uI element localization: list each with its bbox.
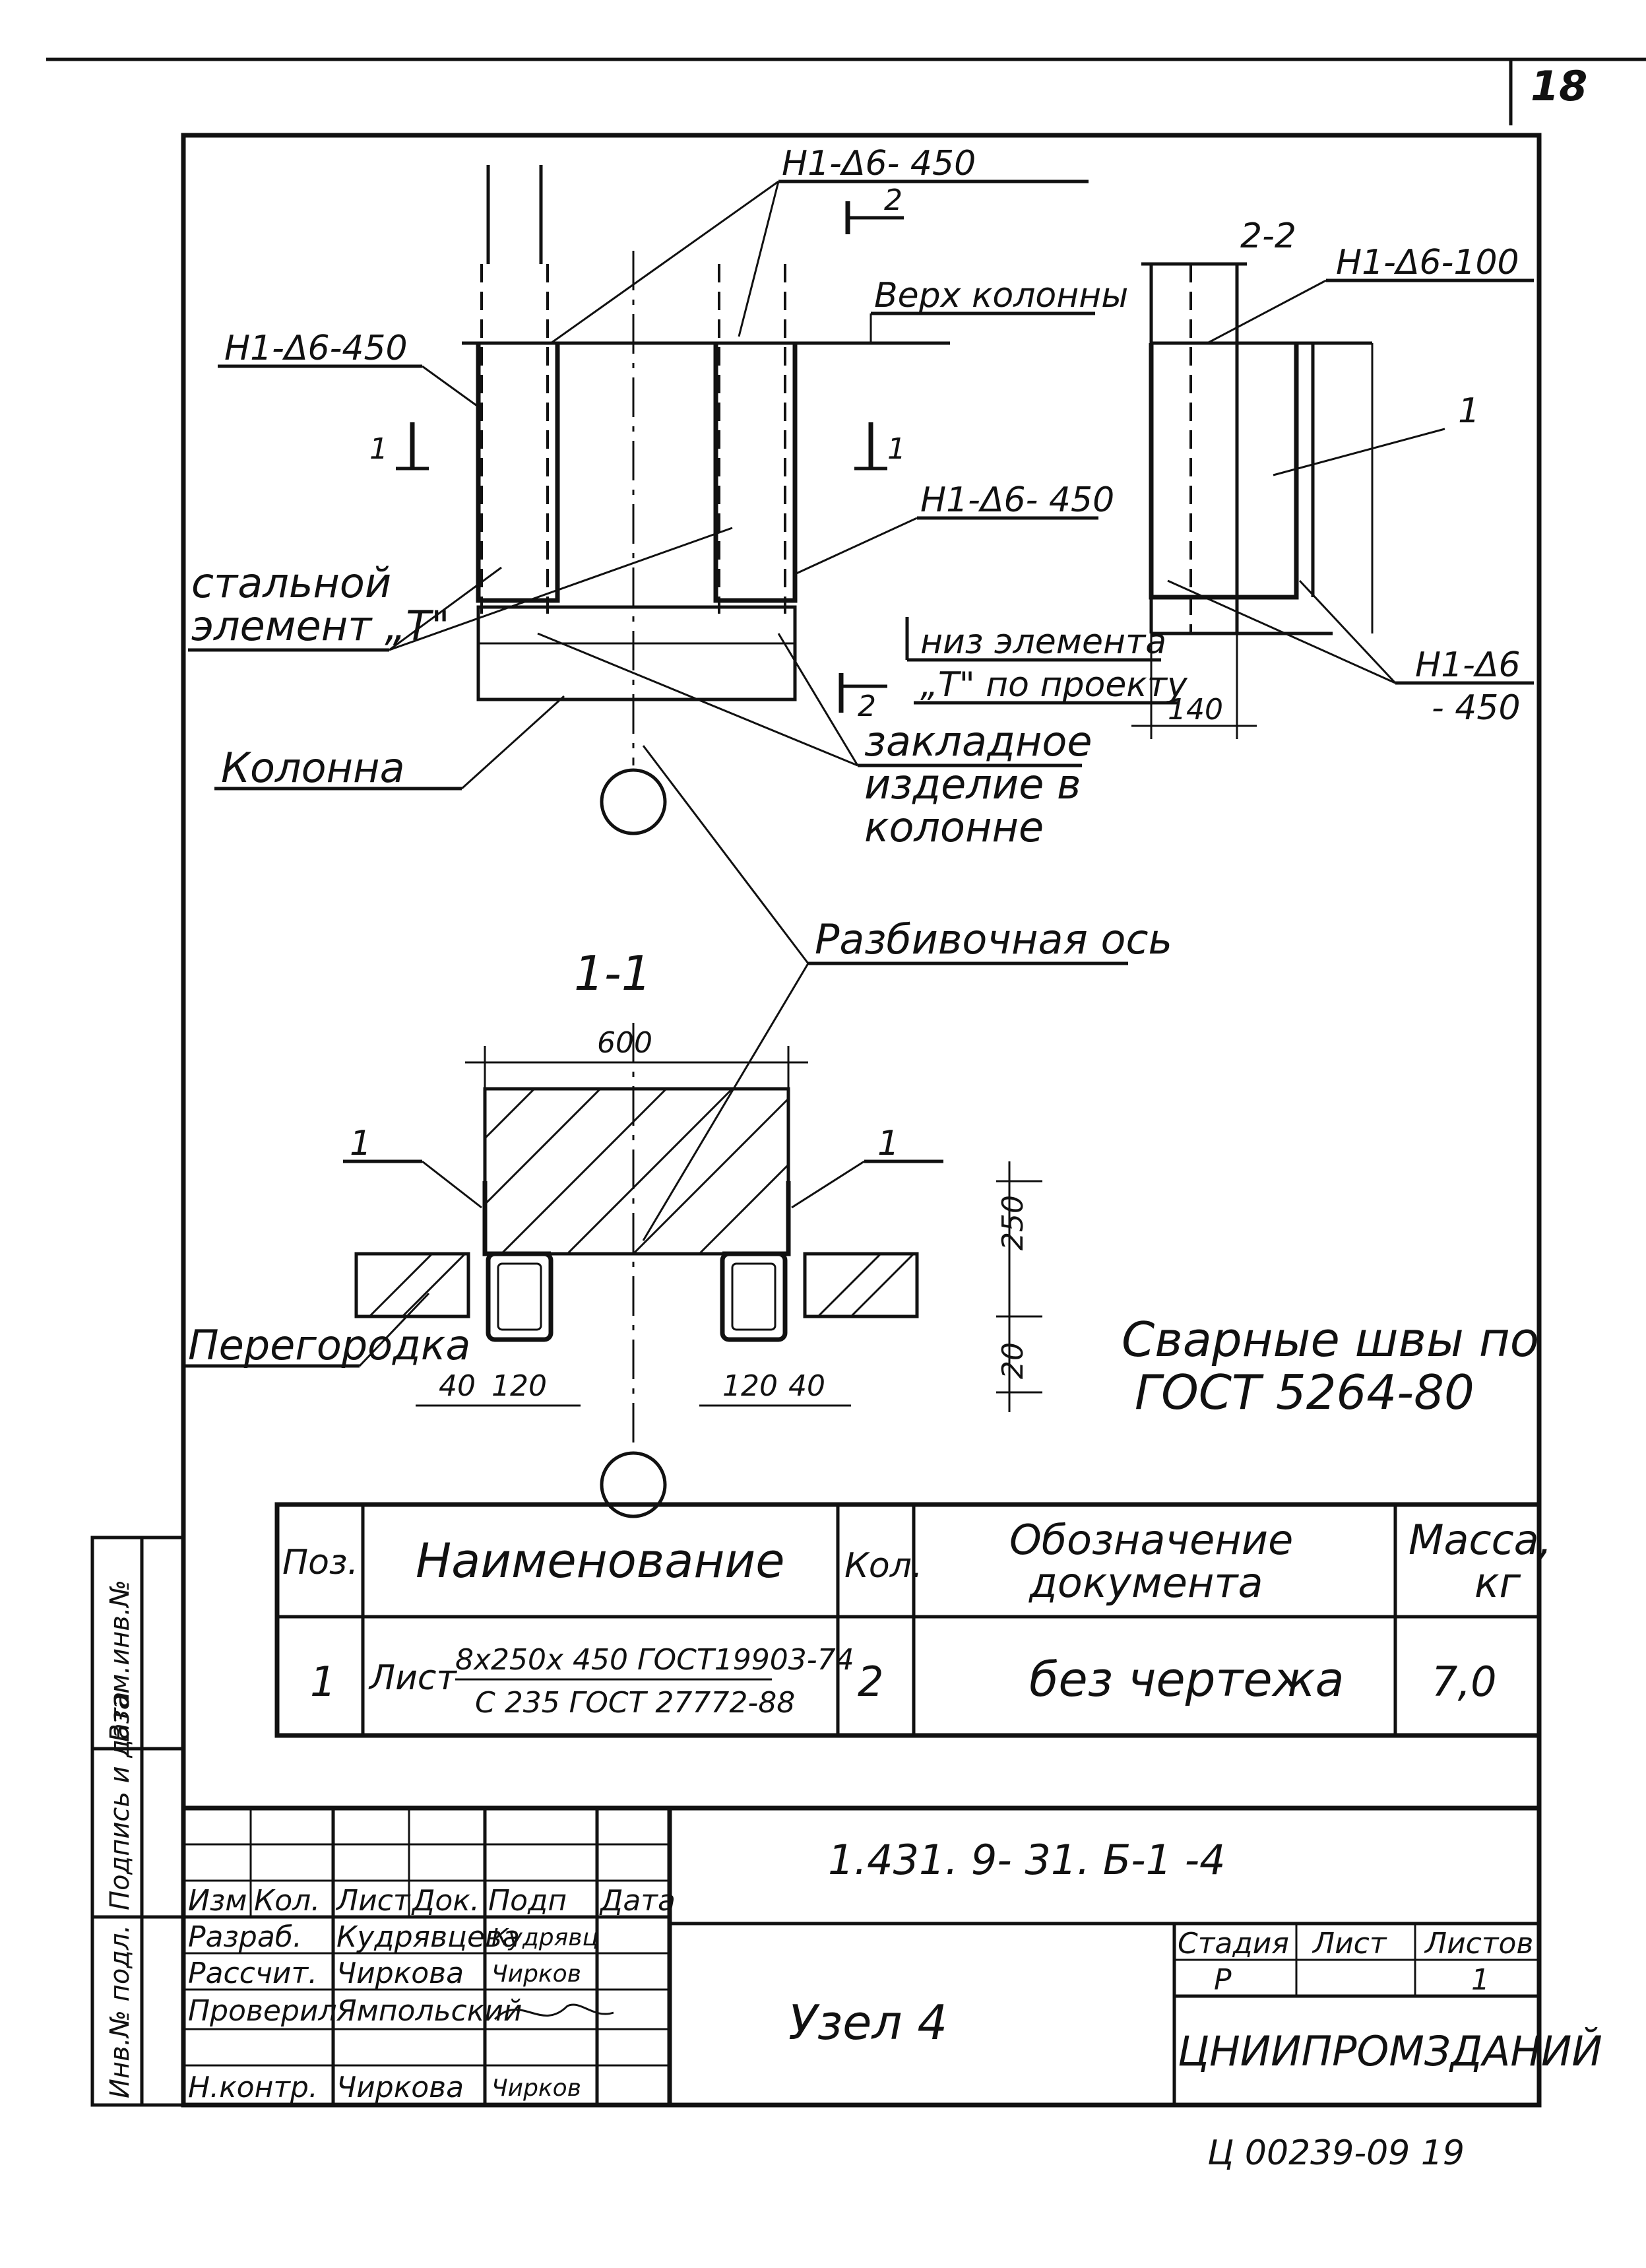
tb-sheet-label: Лист bbox=[1312, 1927, 1387, 1960]
tb-stage-label: Стадия bbox=[1178, 1927, 1289, 1960]
callout-22-bottom-line1: Н1-Δ6 bbox=[1415, 645, 1521, 685]
spec-row-name-bottom: С 235 ГОСТ 27772-88 bbox=[475, 1686, 795, 1720]
dim-40-right: 40 bbox=[788, 1369, 825, 1403]
label-axis: Разбивочная ось bbox=[815, 915, 1172, 963]
side-inv-orig: Инв.№ подл. bbox=[105, 1925, 135, 2098]
drawing-frame bbox=[181, 133, 1542, 2108]
section-2-2 bbox=[1131, 262, 1374, 739]
label-bottom-line1: низ элемента bbox=[920, 622, 1166, 662]
spec-header-mass-line1: Масса, bbox=[1409, 1516, 1552, 1564]
section-mark-1-left: 1 bbox=[369, 432, 388, 466]
callout-left: Н1-Δ6-450 bbox=[224, 329, 408, 368]
section-1-1 bbox=[354, 1023, 1042, 1518]
tb-header-kol: Кол. bbox=[254, 1884, 320, 1918]
label-embedded-line3: колонне bbox=[864, 803, 1044, 851]
tb-row1-role: Разраб. bbox=[188, 1920, 302, 1954]
tb-row3-signature-scribble bbox=[493, 2003, 614, 2021]
spec-row-doc: без чертежа bbox=[1029, 1652, 1345, 1707]
spec-header-pos: Поз. bbox=[282, 1543, 358, 1582]
label-embedded-line2: изделие в bbox=[864, 760, 1081, 808]
section-22-title: 2-2 bbox=[1240, 216, 1296, 256]
tb-sheets-label: Листов bbox=[1424, 1927, 1533, 1960]
tb-row1-sign: Кудрявц bbox=[491, 1924, 598, 1951]
label-top-of-column: Верх колонны bbox=[874, 276, 1128, 315]
section-mark-1-right: 1 bbox=[887, 432, 906, 466]
side-sign-date: Подпись и дата bbox=[105, 1692, 135, 1910]
weld-note-line1: Сварные швы по bbox=[1122, 1312, 1539, 1367]
page-number: 18 bbox=[1531, 62, 1587, 110]
tb-row2-role: Рассчит. bbox=[188, 1957, 317, 1990]
dim-250: 250 bbox=[996, 1195, 1030, 1250]
axis-marker-bottom bbox=[600, 1451, 667, 1518]
footer-code: Ц 00239-09 19 bbox=[1207, 2133, 1465, 2173]
label-partition: Перегородка bbox=[188, 1321, 470, 1369]
tb-row5-name: Чиркова bbox=[336, 2071, 464, 2104]
dim-600: 600 bbox=[597, 1026, 652, 1060]
label-steel-line1: стальной bbox=[191, 559, 391, 607]
tb-stage-value: Р bbox=[1214, 1963, 1232, 1997]
elevation-view bbox=[462, 165, 950, 835]
tb-organization: ЦНИИПРОМЗДАНИЙ bbox=[1178, 2026, 1602, 2075]
pos-1-left: 1 bbox=[350, 1124, 371, 1163]
tb-header-dok: Док. bbox=[411, 1884, 480, 1918]
callout-22-top: Н1-Δ6-100 bbox=[1336, 243, 1519, 282]
dim-20: 20 bbox=[996, 1342, 1030, 1379]
tb-row1-name: Кудрявцева bbox=[336, 1920, 520, 1954]
section-11-title: 1-1 bbox=[574, 946, 652, 1001]
spec-header-mass-line2: кг bbox=[1474, 1559, 1521, 1607]
pos-1-section22: 1 bbox=[1458, 391, 1480, 431]
pos-1-right: 1 bbox=[877, 1124, 899, 1163]
callout-mid: Н1-Δ6- 450 bbox=[920, 480, 1114, 520]
spec-table bbox=[274, 1502, 1542, 1738]
side-stamp bbox=[90, 1536, 185, 2107]
section-mark-2-bottom: 2 bbox=[858, 690, 876, 723]
tb-row5-role: Н.контр. bbox=[188, 2071, 318, 2104]
spec-header-doc-line2: документа bbox=[1029, 1559, 1263, 1607]
callout-22-bottom-line2: - 450 bbox=[1432, 688, 1521, 728]
tb-row5-sign: Чирков bbox=[491, 2075, 581, 2102]
spec-row-mass: 7,0 bbox=[1432, 1658, 1497, 1706]
label-steel-line2: элемент „Т" bbox=[191, 602, 450, 650]
spec-row-pos: 1 bbox=[310, 1658, 336, 1706]
tb-row2-sign: Чирков bbox=[491, 1960, 581, 1988]
tb-row2-name: Чиркова bbox=[336, 1957, 464, 1990]
tb-header-izm: Изм bbox=[188, 1884, 247, 1918]
tb-row3-name: Ямпольский bbox=[336, 1994, 522, 2028]
dim-120-left: 120 bbox=[491, 1369, 547, 1403]
weld-note-line2: ГОСТ 5264-80 bbox=[1135, 1365, 1474, 1420]
spec-row-qty: 2 bbox=[858, 1658, 883, 1706]
section-mark-2: 2 bbox=[884, 183, 902, 217]
label-embedded-line1: закладное bbox=[864, 717, 1092, 765]
axis-marker-top bbox=[600, 768, 667, 835]
dim-120-right: 120 bbox=[722, 1369, 778, 1403]
title-doc-number: 1.431. 9- 31. Б-1 -4 bbox=[828, 1836, 1226, 1884]
dim-40-left: 40 bbox=[439, 1369, 476, 1403]
sheet-title: Узел 4 bbox=[788, 1995, 947, 2050]
spec-row-name-top: 8х250х 450 ГОСТ19903-74 bbox=[455, 1643, 854, 1677]
label-column: Колонна bbox=[221, 744, 405, 792]
tb-row3-role: Проверил bbox=[188, 1994, 337, 2028]
callout-top: Н1-Δ6- 450 bbox=[782, 144, 976, 183]
tb-header-list: Лист bbox=[335, 1884, 411, 1918]
label-bottom-line2: „Т" по проекту bbox=[920, 665, 1188, 705]
tb-header-podp: Подп bbox=[488, 1884, 567, 1918]
title-block bbox=[183, 1805, 1539, 2105]
spec-header-doc-line1: Обозначение bbox=[1009, 1516, 1293, 1564]
dim-140: 140 bbox=[1168, 693, 1223, 727]
spec-header-qty: Кол. bbox=[844, 1546, 923, 1586]
side-inv-replace: Взам.инв.№ bbox=[105, 1580, 135, 1742]
tb-header-data: Дата bbox=[599, 1884, 676, 1918]
spec-header-name: Наименование bbox=[416, 1533, 785, 1588]
spec-row-name-prefix: Лист bbox=[368, 1658, 457, 1698]
tb-sheets-value: 1 bbox=[1471, 1963, 1490, 1997]
